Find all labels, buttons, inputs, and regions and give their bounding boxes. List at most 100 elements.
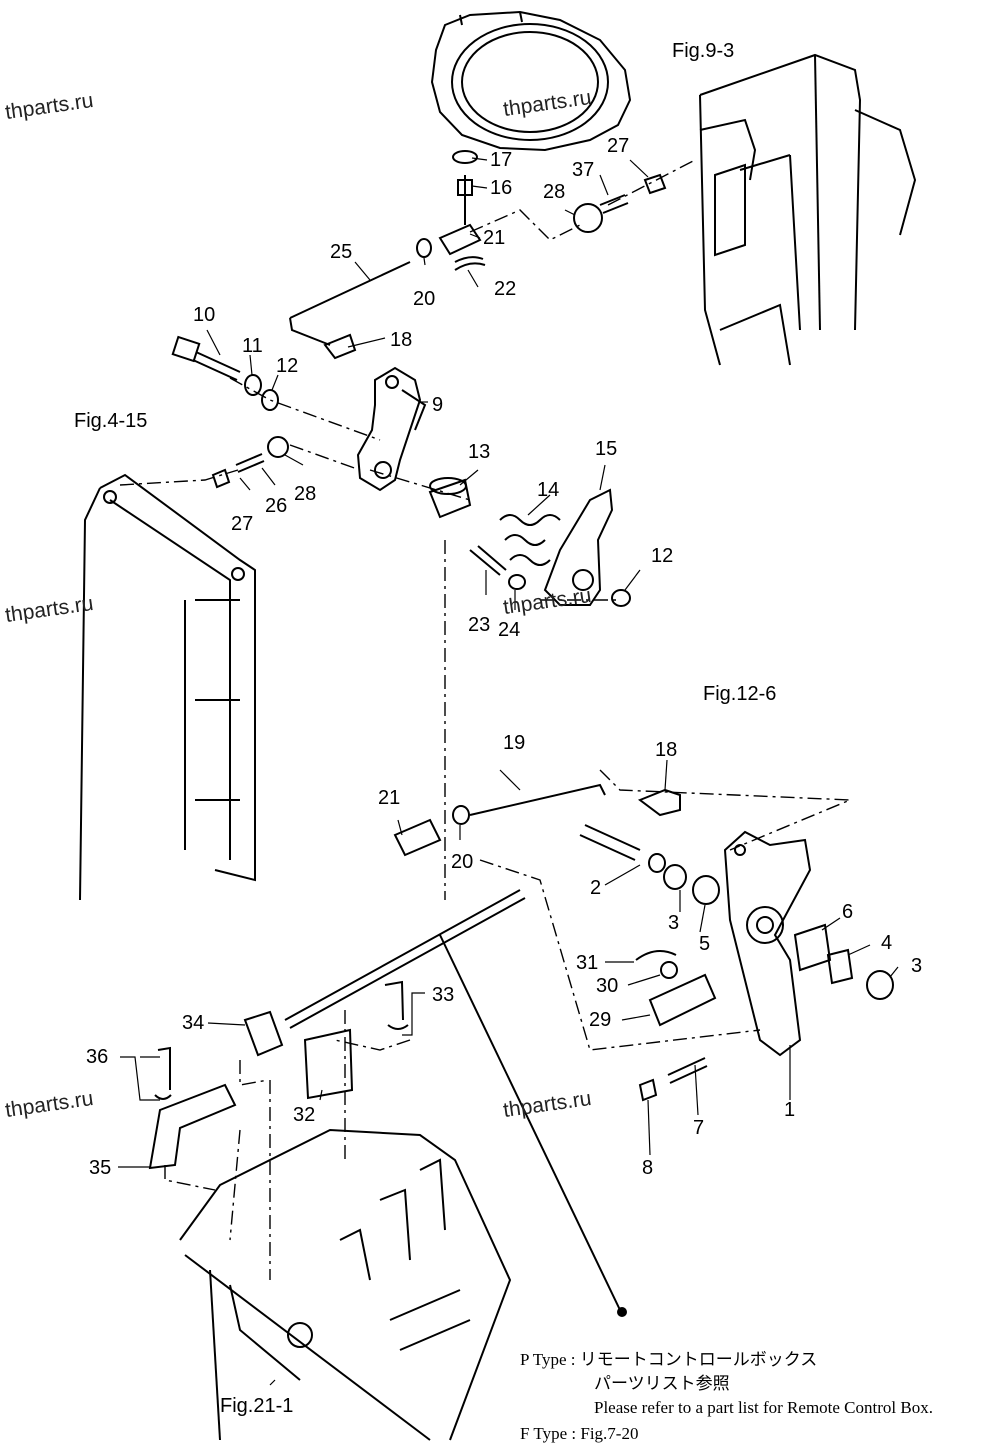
ball-joint-16: [457, 175, 473, 225]
part-callout-23: 23: [468, 614, 491, 636]
collar-13: [428, 477, 472, 519]
upper-right-housing: [699, 53, 917, 366]
part-callout-20: 20: [451, 851, 474, 873]
part-callout-28: 28: [543, 181, 566, 203]
rod-25: [289, 261, 411, 346]
part-callout-3: 3: [911, 955, 923, 977]
block-34: [243, 1010, 284, 1057]
part-callout-22: 22: [494, 278, 517, 300]
part-callout-12: 12: [276, 355, 299, 377]
part-callout-28: 28: [294, 483, 317, 505]
bolt-10: [171, 335, 241, 381]
part-callout-18: 18: [390, 329, 413, 351]
part-callout-34: 34: [182, 1012, 205, 1034]
rod-end-21-upper: [438, 223, 482, 256]
bolt-33: [384, 980, 409, 1030]
fig-ref-12-6: Fig.12-6: [703, 683, 777, 705]
part-callout-30: 30: [596, 975, 619, 997]
part-callout-7: 7: [693, 1117, 705, 1139]
nut-27-left: [211, 468, 231, 489]
part-callout-24: 24: [498, 619, 521, 641]
part-callout-16: 16: [490, 177, 513, 199]
washer-2a: [648, 853, 666, 873]
part-callout-36: 36: [86, 1046, 109, 1068]
part-callout-6: 6: [842, 901, 854, 923]
nut-8: [638, 1078, 658, 1102]
part-callout-21: 21: [483, 227, 506, 249]
part-callout-12: 12: [651, 545, 674, 567]
bolt-37: [599, 194, 629, 214]
washer-20-lower: [452, 805, 470, 825]
bolt-7: [667, 1057, 708, 1084]
part-callout-8: 8: [642, 1157, 654, 1179]
washer-20-upper: [416, 238, 432, 258]
spring-14: [499, 514, 561, 566]
part-callout-9: 9: [432, 394, 444, 416]
collar-6: [793, 923, 832, 972]
remote-cable: [284, 889, 621, 1311]
clip-22: [454, 256, 486, 271]
part-callout-19: 19: [503, 732, 526, 754]
washer-5: [692, 875, 720, 905]
rod-19: [469, 783, 606, 816]
part-callout-14: 14: [537, 479, 560, 501]
washer-11: [244, 374, 262, 396]
part-callout-17: 17: [490, 149, 513, 171]
part-callout-29: 29: [589, 1009, 612, 1031]
left-frame: [79, 473, 256, 901]
top-ring-bracket: [430, 10, 632, 152]
part-callout-10: 10: [193, 304, 216, 326]
part-callout-11: 11: [242, 335, 263, 357]
part-callout-3: 3: [668, 912, 680, 934]
p-type-note-english: Please refer to a part list for Remote C…: [594, 1398, 933, 1417]
nut-4: [826, 948, 854, 985]
f-type-note: F Type : Fig.7-20: [520, 1424, 639, 1443]
part-callout-4: 4: [881, 932, 893, 954]
part-callout-13: 13: [468, 441, 491, 463]
fig-ref-21-1: Fig.21-1: [220, 1395, 294, 1417]
washer-3-left: [663, 864, 687, 890]
main-lever-1: [723, 830, 812, 1057]
bolt-36: [154, 1046, 172, 1100]
part-callout-1: 1: [784, 1099, 796, 1121]
part-callout-26: 26: [265, 495, 288, 517]
part-callout-15: 15: [595, 438, 618, 460]
part-callout-37: 37: [572, 159, 595, 181]
lower-housing: [179, 1128, 512, 1441]
cotter-pin-31: [635, 950, 677, 961]
part-callout-27: 27: [607, 135, 630, 157]
pin-23: [469, 545, 507, 576]
part-callout-2: 2: [590, 877, 602, 899]
fig-ref-4-15: Fig.4-15: [74, 410, 148, 432]
part-callout-20: 20: [413, 288, 436, 310]
knob-28-upper: [573, 203, 603, 233]
washer-12-lower: [611, 589, 631, 607]
washer-12: [261, 389, 279, 411]
p-type-note-line2: パーツリスト参照: [594, 1374, 730, 1393]
washer-24: [508, 574, 526, 590]
clip-17: [452, 150, 478, 164]
lever-9: [356, 366, 427, 492]
part-callout-33: 33: [432, 984, 455, 1006]
bracket-18-lower: [637, 788, 681, 817]
p-type-note: P Type : リモートコントロールボックス: [520, 1350, 818, 1369]
part-callout-18: 18: [655, 739, 678, 761]
bracket-35: [148, 1083, 237, 1170]
part-callout-21: 21: [378, 787, 401, 809]
fig-ref-9-3: Fig.9-3: [672, 40, 735, 62]
part-callout-35: 35: [89, 1157, 112, 1179]
rod-end-21-lower: [393, 818, 442, 857]
part-callout-25: 25: [330, 241, 353, 263]
part-callout-27: 27: [231, 513, 254, 535]
bracket-18-upper: [323, 333, 357, 360]
part-callout-31: 31: [576, 952, 599, 974]
knob-28-left: [267, 436, 289, 458]
nut-27-upper: [643, 173, 667, 195]
link-29: [648, 973, 717, 1027]
bolt-2: [579, 824, 641, 861]
lever-15: [543, 488, 614, 606]
washer-3-right: [866, 970, 894, 1000]
part-callout-32: 32: [293, 1104, 316, 1126]
washer-30: [660, 961, 678, 979]
